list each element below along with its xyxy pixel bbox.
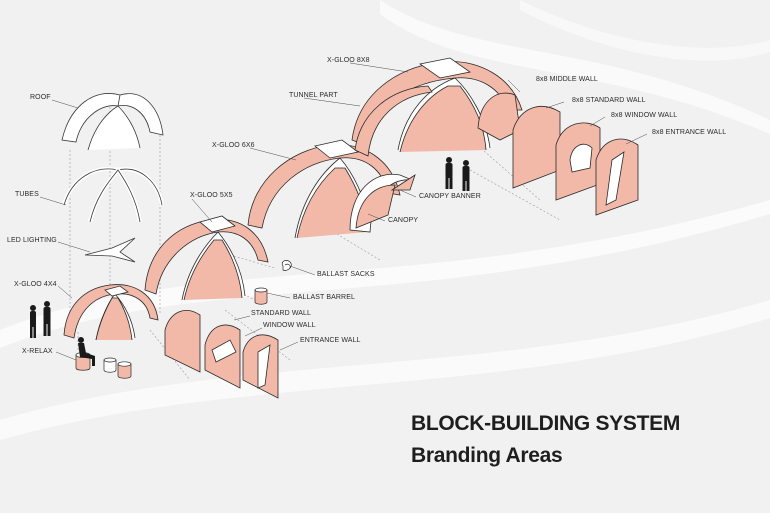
label-canopy-banner: CANOPY BANNER: [419, 193, 481, 200]
leader-lines: [39, 62, 648, 361]
label-8x8-window-wall: 8x8 WINDOW WALL: [611, 112, 678, 119]
label-roof: ROOF: [30, 94, 51, 101]
xgloo-5x5-dome: [144, 215, 269, 301]
canopy: [349, 173, 416, 233]
label-xgloo-5x5: X-GLOO 5X5: [190, 192, 233, 199]
label-ballast-sacks: BALLAST SACKS: [317, 271, 375, 278]
led-lighting-star: [84, 237, 136, 263]
x-relax-seats: [75, 337, 132, 379]
label-ballast-barrel: BALLAST BARREL: [293, 294, 355, 301]
small-walls: [164, 310, 279, 399]
label-window-wall: WINDOW WALL: [263, 322, 316, 329]
xgloo-8x8-dome: [351, 57, 523, 157]
label-xgloo-4x4: X-GLOO 4X4: [14, 281, 57, 288]
label-8x8-middle-wall: 8x8 MIDDLE WALL: [536, 76, 598, 83]
label-tunnel-part: TUNNEL PART: [289, 92, 338, 99]
label-8x8-entrance-wall: 8x8 ENTRANCE WALL: [652, 129, 727, 136]
large-walls-8x8: [477, 92, 639, 216]
page-title: BLOCK-BUILDING SYSTEM: [411, 412, 681, 435]
label-xgloo-6x6: X-GLOO 6X6: [212, 142, 255, 149]
label-8x8-standard-wall: 8x8 STANDARD WALL: [572, 97, 646, 104]
label-entrance-wall: ENTRANCE WALL: [300, 337, 361, 344]
label-tubes: TUBES: [15, 191, 39, 198]
label-canopy: CANOPY: [388, 217, 419, 224]
label-xgloo-8x8: X-GLOO 8X8: [327, 57, 370, 64]
label-xrelax: X-RELAX: [22, 348, 53, 355]
tubes-frame: [62, 166, 164, 223]
people-silhouettes-8x8: [445, 157, 470, 191]
roof-dome: [61, 93, 164, 151]
label-standard-wall: STANDARD WALL: [251, 310, 312, 317]
xgloo-4x4-dome: [63, 284, 159, 341]
people-silhouettes-4x4: [30, 301, 51, 338]
page-subtitle: Branding Areas: [411, 444, 563, 467]
label-led-lighting: LED LIGHTING: [7, 237, 57, 244]
ballast-items: [254, 260, 292, 305]
background-swooshes: [0, 0, 770, 440]
